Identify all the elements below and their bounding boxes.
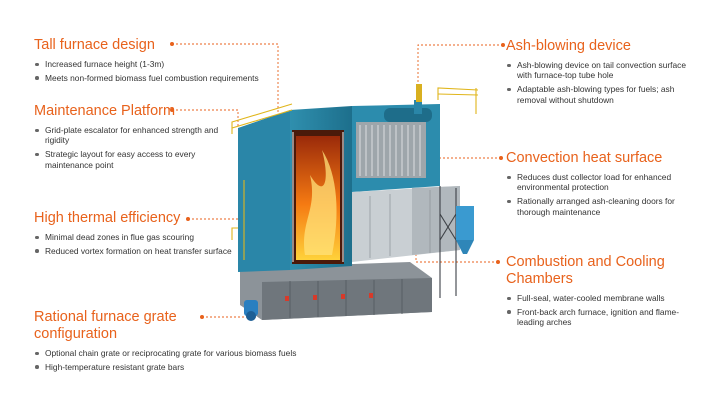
feature-point: Meets non-formed biomass fuel combustion…: [34, 73, 314, 83]
feature-ash-blowing: Ash-blowing device Ash-blowing device on…: [506, 38, 696, 109]
feature-point: Minimal dead zones in flue gas scouring: [34, 232, 244, 242]
feature-point: High-temperature resistant grate bars: [34, 362, 354, 372]
feature-point: Increased furnace height (1-3m): [34, 59, 314, 69]
feature-combustion-cooling: Combustion and Cooling Chambers Full-sea…: [506, 254, 696, 331]
feature-point: Reduced vortex formation on heat transfe…: [34, 246, 244, 256]
feature-title: Combustion and Cooling Chambers: [506, 254, 665, 287]
feature-title: Tall furnace design: [34, 37, 155, 53]
feature-title: Rational furnace grate configuration: [34, 309, 177, 342]
feature-convection-heat-surface: Convection heat surface Reduces dust col…: [506, 150, 696, 221]
feature-title: Convection heat surface: [506, 150, 663, 166]
feature-points: Ash-blowing device on tail convection su…: [506, 60, 696, 105]
feature-points: Minimal dead zones in flue gas scouring …: [34, 232, 244, 256]
leader-dots: [170, 42, 505, 319]
feature-title: High thermal efficiency: [34, 210, 181, 226]
feature-point: Adaptable ash-blowing types for fuels; a…: [506, 84, 696, 105]
feature-grate-configuration: Rational furnace grate configuration Opt…: [34, 309, 354, 376]
feature-point: Rationally arranged ash-cleaning doors f…: [506, 196, 696, 217]
feature-point: Front-back arch furnace, ignition and fl…: [506, 307, 696, 328]
feature-title: Maintenance Platform: [34, 103, 176, 119]
feature-points: Full-seal, water-cooled membrane walls F…: [506, 293, 696, 328]
feature-maintenance-platform: Maintenance Platform Grid-plate escalato…: [34, 103, 244, 174]
feature-points: Grid-plate escalator for enhanced streng…: [34, 125, 244, 170]
boiler-illustration: [231, 84, 479, 321]
feature-point: Reduces dust collector load for enhanced…: [506, 172, 696, 193]
feature-title: Ash-blowing device: [506, 38, 631, 54]
feature-point: Optional chain grate or reciprocating gr…: [34, 348, 354, 358]
feature-points: Optional chain grate or reciprocating gr…: [34, 348, 354, 372]
feature-point: Strategic layout for easy access to ever…: [34, 149, 244, 170]
feature-point: Ash-blowing device on tail convection su…: [506, 60, 696, 81]
feature-thermal-efficiency: High thermal efficiency Minimal dead zon…: [34, 210, 244, 260]
feature-points: Reduces dust collector load for enhanced…: [506, 172, 696, 217]
feature-point: Grid-plate escalator for enhanced streng…: [34, 125, 244, 146]
feature-points: Increased furnace height (1-3m) Meets no…: [34, 59, 314, 83]
feature-point: Full-seal, water-cooled membrane walls: [506, 293, 696, 303]
feature-tall-furnace: Tall furnace design Increased furnace he…: [34, 37, 314, 87]
